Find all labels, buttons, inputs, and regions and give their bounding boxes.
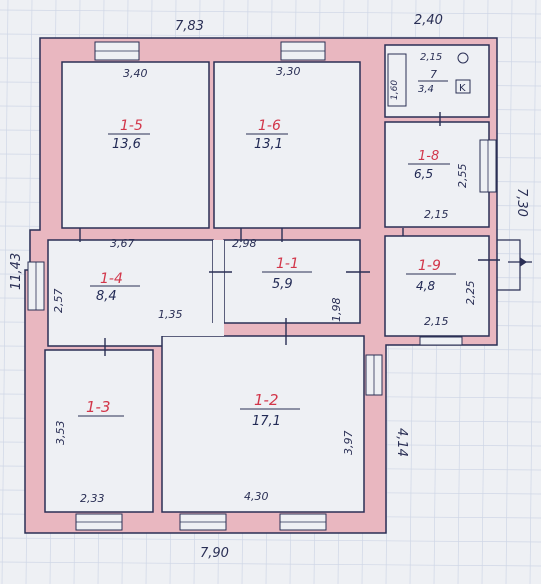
room-1-8-floor — [384, 121, 490, 228]
room-labels: 1-5 13,6 1-6 13,1 7 3,4 K 1-8 6,5 1-4 8,… — [78, 68, 466, 429]
room-label-7: 7 — [430, 68, 437, 81]
room-area-1-6: 13,1 — [254, 137, 283, 152]
wc-fixtures — [387, 52, 471, 107]
dim-wc-top: 2,15 — [420, 52, 442, 63]
dim-corridor: 1,35 — [158, 308, 183, 321]
dim-room14-side: 2,57 — [52, 289, 65, 314]
dim-room18-side: 2,55 — [456, 164, 469, 189]
room-label-1-2: 1-2 — [254, 391, 279, 409]
dim-room14-top: 3,67 — [110, 237, 135, 250]
dim-room15-top: 3,40 — [123, 67, 148, 80]
entry-porch — [497, 239, 532, 291]
dim-room19-side: 2,25 — [464, 281, 477, 306]
dim-room11-side: 1,98 — [330, 298, 343, 323]
corridor — [153, 323, 224, 336]
dim-room11-top: 2,98 — [232, 237, 257, 250]
room-area-1-1: 5,9 — [272, 277, 293, 292]
dim-room12-side: 3,97 — [342, 431, 355, 456]
room-area-1-4: 8,4 — [96, 289, 117, 304]
grid-line — [505, 0, 513, 584]
room-area-1-5: 13,6 — [112, 137, 141, 152]
room-floors — [44, 44, 490, 513]
room-label-1-6: 1-6 — [258, 118, 281, 134]
room-1-1-floor — [223, 239, 361, 324]
grid-line — [0, 561, 541, 567]
room-label-1-1: 1-1 — [276, 256, 299, 272]
grid-line — [0, 9, 541, 15]
room-area-7: 3,4 — [418, 84, 434, 95]
doors — [79, 112, 500, 356]
room-1-9-floor — [384, 235, 490, 337]
room-label-1-5: 1-5 — [120, 118, 143, 134]
dim-room19-bottom: 2,15 — [424, 315, 449, 328]
room-1-2-floor — [161, 335, 365, 513]
dim-outer-left: 11,43 — [9, 253, 24, 290]
grid-line — [0, 537, 541, 543]
grid-line — [529, 0, 537, 584]
room-1-6-floor — [213, 61, 361, 229]
dim-room13-bottom: 2,33 — [80, 492, 105, 505]
dim-room16-top: 3,30 — [276, 65, 301, 78]
dim-room18-bottom: 2,15 — [424, 208, 449, 221]
room-label-1-9: 1-9 — [418, 258, 441, 274]
dim-wc-side: 1,60 — [390, 80, 400, 100]
wc-mark-k: K — [459, 83, 466, 94]
dim-outer-right-lower: 4,14 — [394, 428, 409, 457]
opening-1-4-1-1 — [213, 240, 224, 323]
dim-outer-top-left: 7,83 — [175, 19, 204, 34]
room-area-1-8: 6,5 — [414, 167, 433, 181]
window — [419, 336, 463, 346]
dim-outer-top-right: 2,40 — [414, 13, 443, 28]
room-label-1-3: 1-3 — [86, 398, 111, 416]
dim-room13-side: 3,53 — [54, 421, 67, 446]
dim-outer-bottom: 7,90 — [200, 546, 229, 561]
room-1-5-floor — [61, 61, 210, 229]
room-1-3-floor — [44, 349, 154, 513]
room-area-1-2: 17,1 — [252, 414, 281, 429]
dim-room12-bottom: 4,30 — [244, 490, 269, 503]
room-label-1-8: 1-8 — [418, 149, 439, 164]
bathtub — [387, 53, 407, 107]
grid-line — [1, 0, 9, 584]
room-label-1-4: 1-4 — [100, 271, 123, 287]
room-area-1-9: 4,8 — [416, 279, 435, 293]
sink — [457, 52, 469, 64]
dim-outer-right-upper: 7,30 — [514, 188, 529, 217]
window-lines — [35, 50, 489, 523]
boiler-box — [455, 79, 471, 94]
